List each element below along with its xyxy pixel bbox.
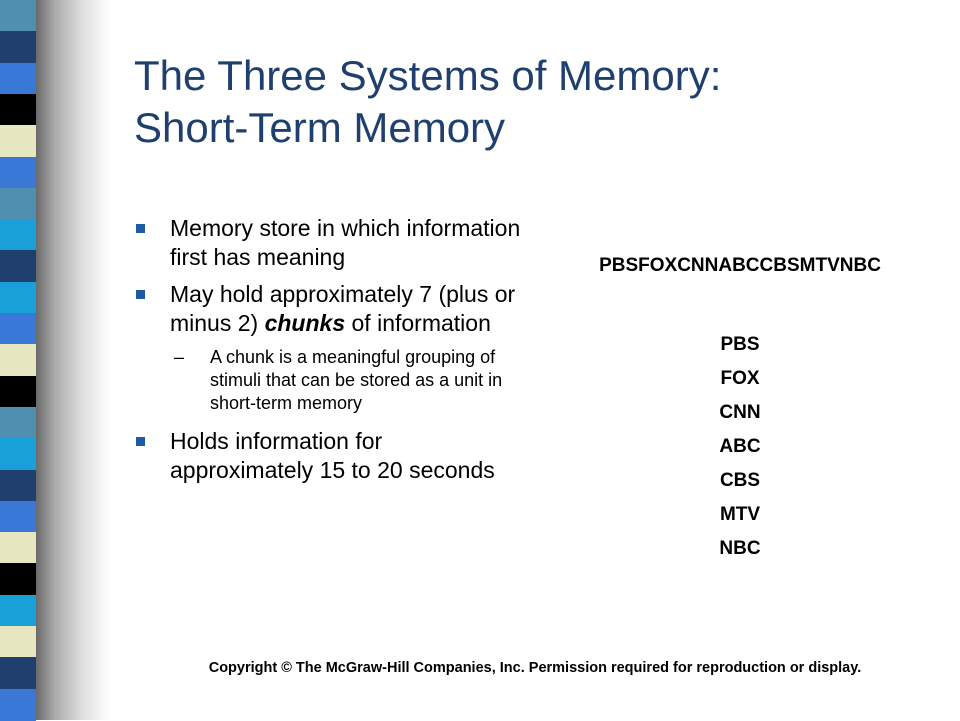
network-chunk: MTV — [719, 504, 761, 525]
bullet-item-3: Holds information for approximately 15 t… — [134, 427, 524, 485]
stripe-block — [0, 250, 36, 283]
decorative-stripe — [0, 0, 36, 721]
stripe-block — [0, 313, 36, 346]
network-chunk-list: PBS FOX CNN ABC CBS MTV NBC — [640, 328, 840, 566]
stripe-block — [0, 31, 36, 64]
network-chunk: CNN — [719, 402, 761, 423]
bullet-text-3: Holds information for approximately 15 t… — [170, 428, 495, 483]
stripe-block — [0, 375, 36, 408]
title-line-1: The Three Systems of Memory: — [134, 52, 722, 99]
chunks-emphasis: chunks — [264, 310, 346, 336]
stripe-block — [0, 469, 36, 502]
stripe-block — [0, 594, 36, 628]
slide-title: The Three Systems of Memory: Short-Term … — [134, 50, 934, 154]
stripe-block — [0, 563, 36, 596]
sub-bullet-text-1: A chunk is a meaningful grouping of stim… — [210, 347, 503, 413]
sub-bullet-item-1: – A chunk is a meaningful grouping of st… — [134, 346, 524, 415]
stripe-block — [0, 187, 36, 221]
letter-string: PBSFOXCNNABCCBSMTVNBC — [599, 255, 881, 276]
stripe-shadow — [36, 0, 110, 720]
square-bullet-icon — [136, 224, 145, 233]
stripe-block — [0, 532, 36, 565]
stripe-block — [0, 626, 36, 659]
stripe-block — [0, 93, 36, 127]
bullet-text-2-post: of information — [345, 310, 491, 336]
stripe-block — [0, 281, 36, 315]
bullet-list: Memory store in which information first … — [134, 214, 524, 493]
stripe-block — [0, 438, 36, 471]
network-chunk: ABC — [719, 436, 761, 457]
stripe-block — [0, 657, 36, 690]
bullet-item-2: May hold approximately 7 (plus or minus … — [134, 280, 524, 338]
title-line-2: Short-Term Memory — [134, 104, 506, 151]
network-chunk: NBC — [719, 538, 761, 559]
network-chunk: PBS — [720, 334, 760, 355]
stripe-block — [0, 219, 36, 252]
stripe-block — [0, 406, 36, 440]
stripe-block — [0, 500, 36, 534]
copyright-notice: Copyright © The McGraw-Hill Companies, I… — [208, 660, 862, 676]
stripe-block — [0, 344, 36, 377]
square-bullet-icon — [136, 290, 145, 299]
network-chunk: CBS — [719, 470, 761, 491]
stripe-block — [0, 62, 36, 95]
dash-marker: – — [174, 347, 185, 367]
bullet-item-1: Memory store in which information first … — [134, 214, 524, 272]
square-bullet-icon — [136, 437, 145, 446]
stripe-block — [0, 156, 36, 189]
bullet-text-1: Memory store in which information first … — [170, 215, 521, 270]
stripe-block — [0, 125, 36, 158]
bullet-text-2-pre: May hold approximately 7 (plus or minus … — [170, 281, 516, 336]
network-chunk: FOX — [720, 368, 760, 389]
stripe-block — [0, 688, 36, 721]
stripe-block — [0, 0, 36, 33]
